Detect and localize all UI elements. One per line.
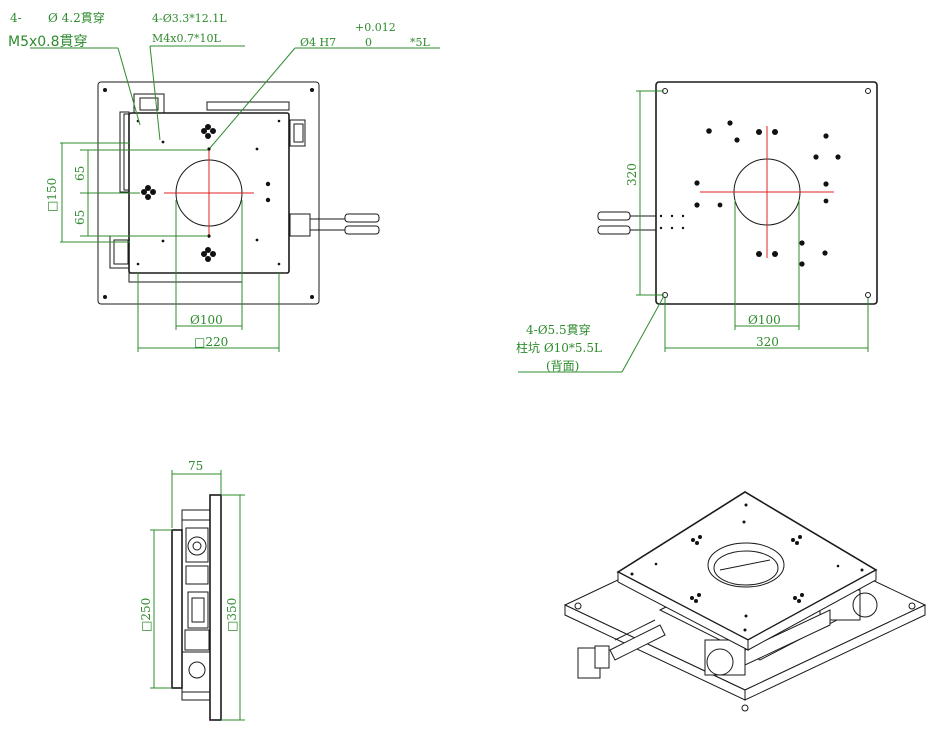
top-view-callout-hole-dia: Ø 4.2貫穿 (48, 10, 105, 25)
top-view: 4- Ø 4.2貫穿 M5x0.8貫穿 4-Ø3.3*12.1L M4x0.7*… (8, 10, 440, 352)
side-view-dim-350: □350 (225, 598, 239, 632)
side-view-base-plate (209, 494, 222, 721)
bottom-view-callout-line1: 4-Ø5.5貫穿 (526, 322, 591, 337)
bottom-view-dim-320-vertical: 320 (625, 163, 639, 186)
top-view-dim-220: □220 (194, 335, 228, 349)
bottom-view-callout-line3: (背面) (546, 359, 579, 373)
top-view-dim-150: □150 (45, 178, 59, 212)
top-view-callout-hole-prefix: 4- (10, 11, 22, 25)
top-view-callout-tap-thread: M4x0.7*10L (152, 32, 221, 45)
side-view-top-plate (171, 529, 183, 689)
top-view-dim-65-top: 65 (73, 166, 87, 181)
top-view-callout-pin-tol-lower: 0 (365, 36, 372, 49)
top-view-callout-pin-dia: Ø4 H7 (300, 36, 336, 49)
side-view-dim-250: □250 (139, 598, 153, 632)
side-view: 75 □250 □350 (139, 459, 245, 721)
top-view-callout-pin-tol-upper: +0.012 (355, 21, 396, 34)
side-view-dim-75: 75 (188, 459, 203, 473)
bottom-view: 320 Ø100 320 4-Ø5.5貫穿 柱坑 Ø10*5.5L (背面) (516, 81, 878, 373)
bottom-view-dim-320-horizontal: 320 (756, 335, 779, 349)
top-view-callout-tap-dia: 4-Ø3.3*12.1L (152, 12, 227, 25)
bottom-view-plate (655, 81, 878, 305)
bottom-view-callout-line2: 柱坑 Ø10*5.5L (516, 340, 602, 355)
top-view-dim-100: Ø100 (190, 313, 223, 327)
isometric-view (563, 491, 927, 712)
bottom-view-dim-100: Ø100 (748, 313, 781, 327)
top-view-callout-pin-depth: *5L (410, 36, 430, 49)
top-view-dim-65-bottom: 65 (73, 210, 87, 225)
top-view-callout-hole-thread: M5x0.8貫穿 (8, 34, 88, 50)
